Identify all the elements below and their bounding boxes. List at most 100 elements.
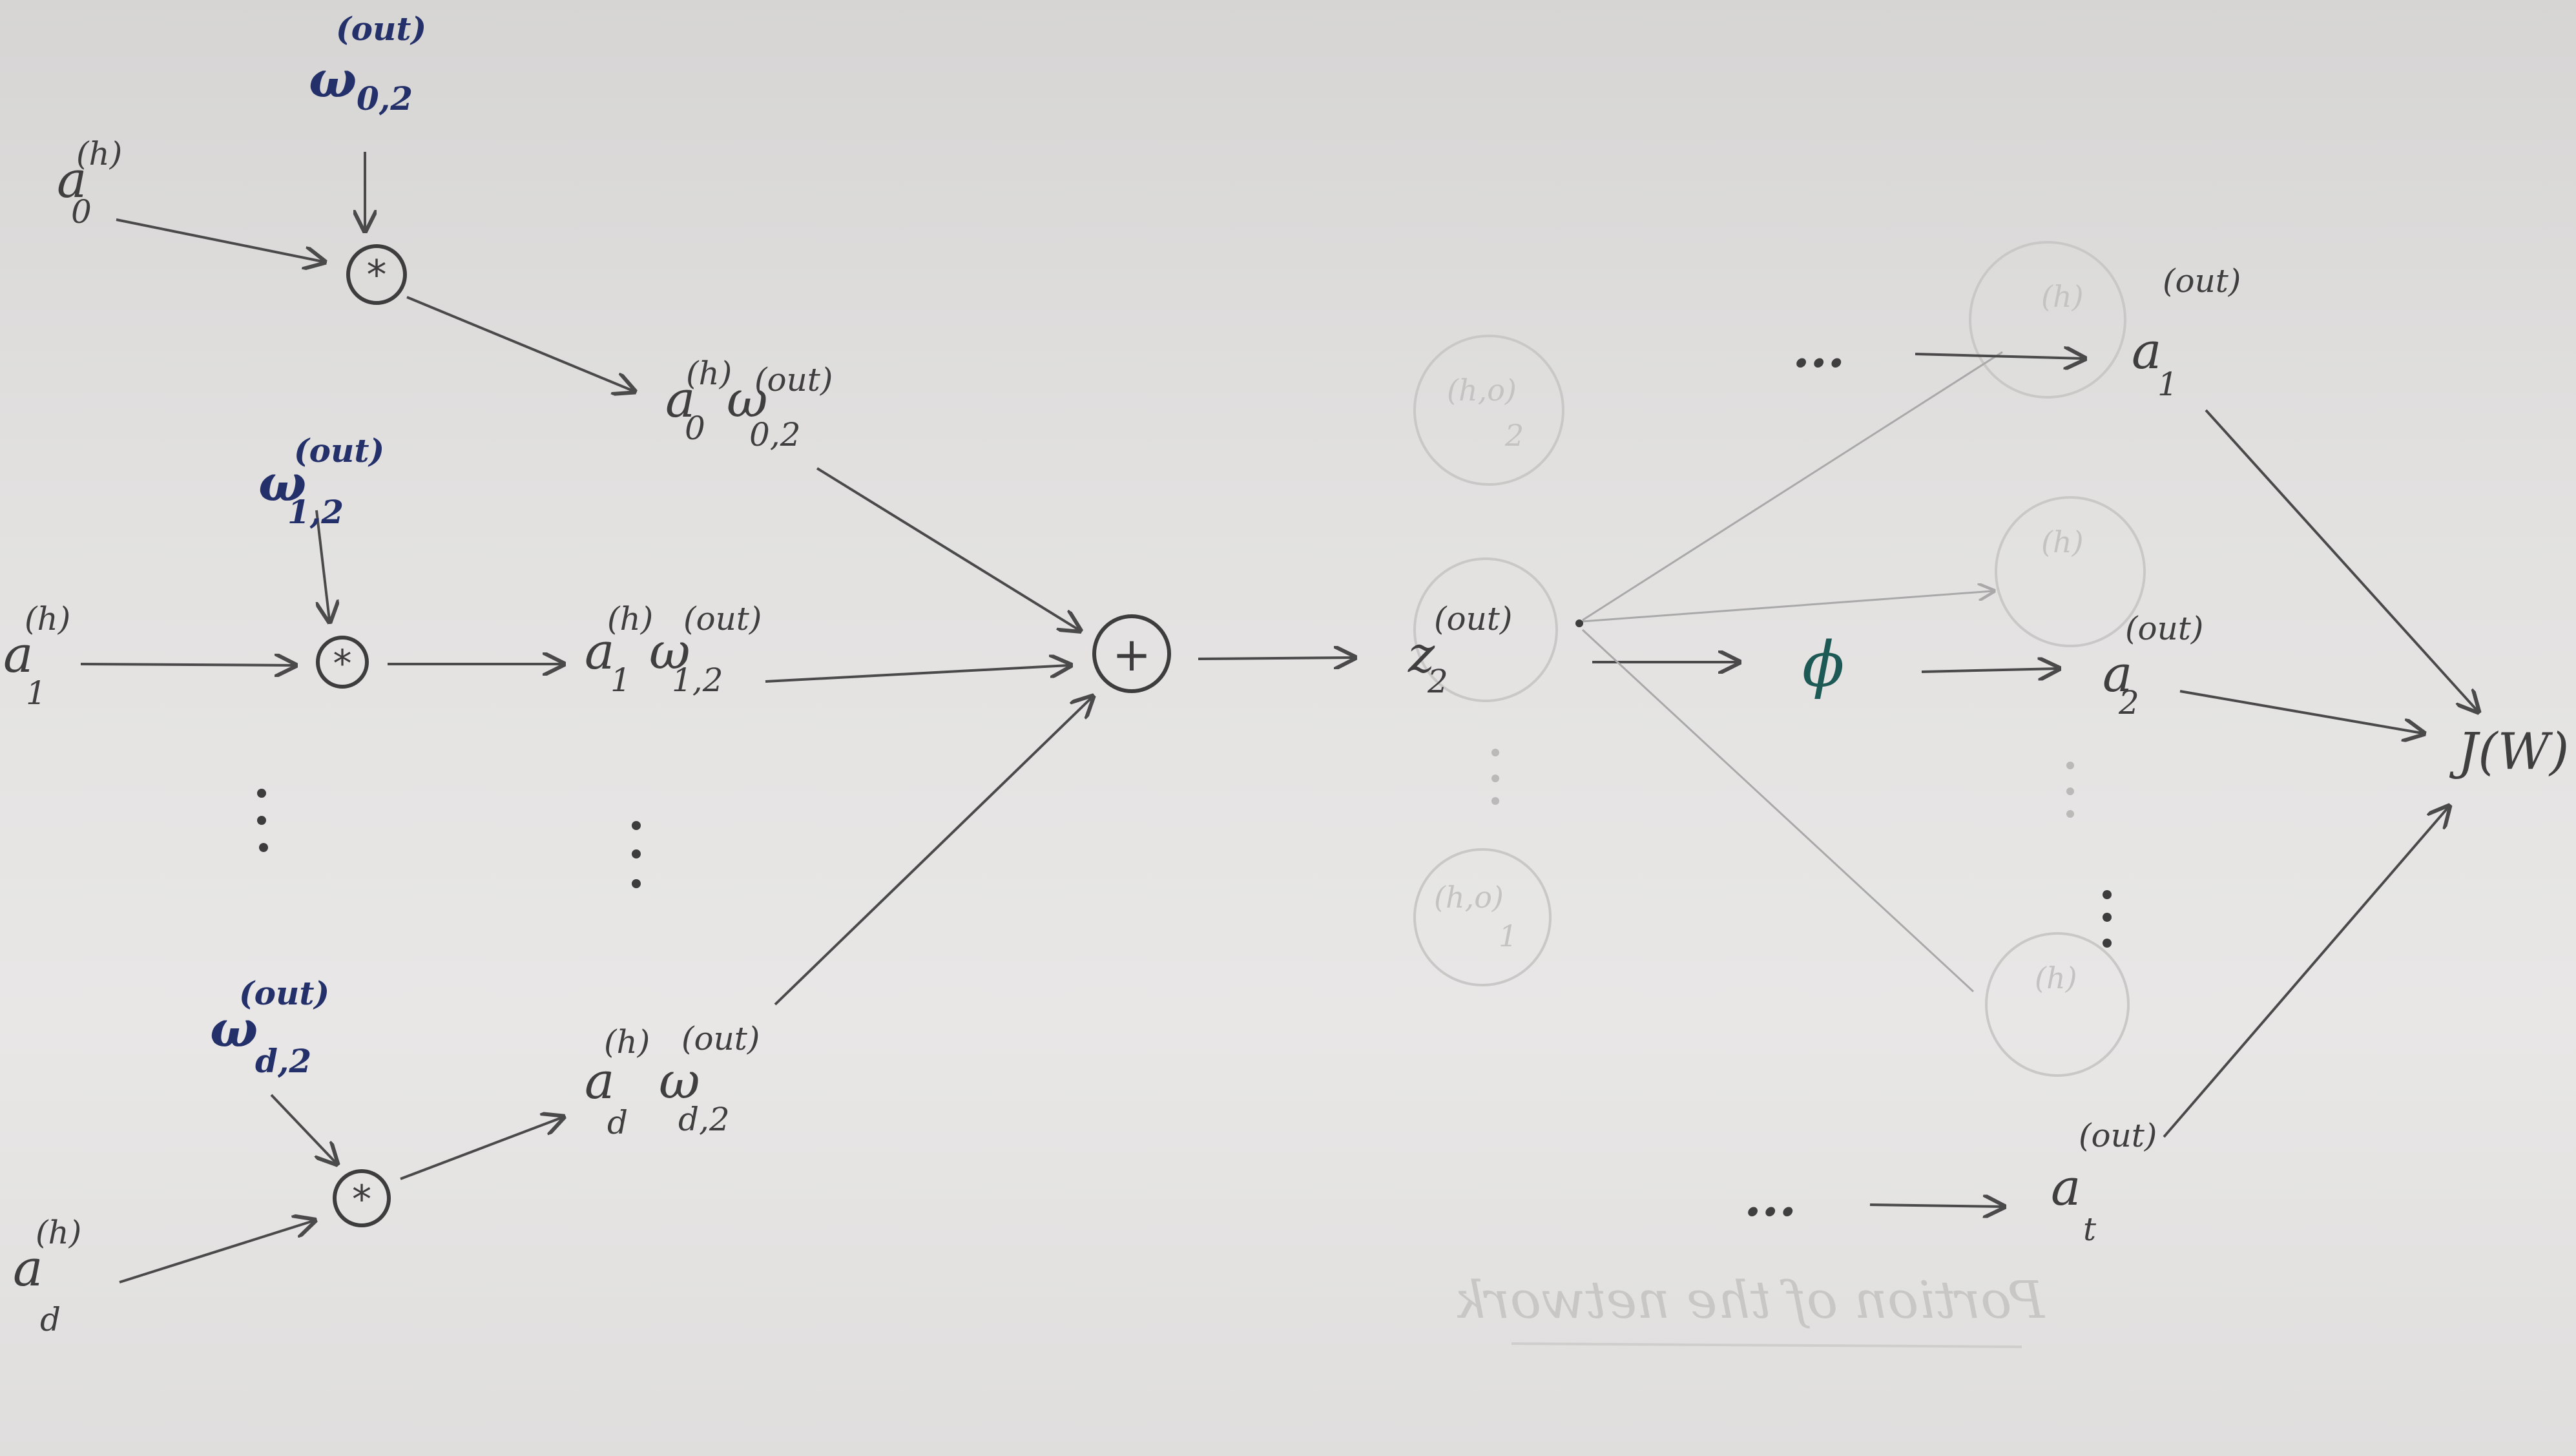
- edge-a0-to-mult0: [116, 218, 323, 262]
- label-w12: ω (out) 1,2: [258, 432, 384, 531]
- sum-node-symbol: +: [1112, 627, 1151, 681]
- label-wd2: ω (out) d,2: [210, 974, 329, 1080]
- label-ad-base: a: [13, 1240, 43, 1298]
- edge-a1-to-mult1: [80, 664, 294, 665]
- ghost-node-4: [1969, 241, 2126, 399]
- multiply-node-d-symbol: *: [352, 1177, 371, 1222]
- multiply-node-0-symbol: *: [367, 251, 387, 298]
- edges: [80, 152, 2477, 1284]
- label-a1w12-asup: (h): [607, 600, 653, 638]
- mirrored-note-underline: [1511, 1342, 2022, 1348]
- edge-wd2-to-multd: [270, 1094, 336, 1163]
- label-a2out-sub: 2: [2118, 684, 2139, 722]
- label-w02: ω (out) 0,2: [309, 10, 426, 118]
- dz-marker: [1575, 619, 1583, 627]
- label-a0w02: a (h) 0 ω (out) 0,2: [665, 355, 833, 453]
- ellipses: [257, 619, 2112, 948]
- label-a2out-sup: (out): [2125, 610, 2203, 647]
- vertical-ellipsis-outputs: [2103, 890, 2112, 948]
- label-a0: a (h) 0: [57, 135, 122, 231]
- multiply-node-0: [346, 244, 407, 305]
- label-a2out-base: a: [2103, 645, 2133, 703]
- label-a1w12-w: ω: [649, 623, 691, 681]
- ghost-node-3: [1413, 848, 1552, 986]
- edge-faint-z2-down: [1581, 629, 1975, 993]
- ghost-node-1: [1413, 335, 1564, 486]
- label-adwd2-wsub: d,2: [678, 1101, 730, 1138]
- multiply-node-1-symbol: *: [333, 641, 352, 685]
- label-a1w12-wsup: (out): [683, 600, 762, 638]
- label-a1w12-asub: 1: [610, 661, 631, 699]
- label-w02-sub: 0,2: [357, 79, 413, 118]
- label-z2-sup: (out): [1434, 600, 1512, 638]
- label-z2-base: z: [1407, 626, 1435, 684]
- edge-a2out-to-cost: [2179, 690, 2422, 733]
- label-adwd2-asub: d: [607, 1104, 628, 1141]
- ghost-node-2: [1413, 557, 1558, 702]
- edge-ad-to-multd: [119, 1221, 313, 1284]
- label-a1out: a (out) 1: [2132, 262, 2241, 403]
- edge-a0w02-to-sum: [816, 467, 1079, 630]
- edge-mult0-to-a0w02: [406, 296, 633, 391]
- label-a0w02-wsup: (out): [754, 361, 833, 399]
- ghost-node-5: [1995, 496, 2146, 647]
- label-adwd2: a (h) d ω (out) d,2: [585, 1020, 760, 1141]
- operator-nodes: * * * +: [316, 244, 1171, 1227]
- label-a0-sup: (h): [76, 135, 122, 172]
- label-a1-base: a: [3, 626, 34, 684]
- label-a0-base: a: [57, 151, 87, 209]
- label-wd2-base: ω: [210, 1000, 258, 1059]
- multiply-node-1: [316, 636, 369, 689]
- label-w12-base: ω: [258, 454, 306, 513]
- edge-a1out-to-cost: [2205, 409, 2477, 711]
- ghost-node-6-sup: (h): [2035, 961, 2077, 995]
- label-adwd2-a: a: [585, 1052, 615, 1110]
- label-atout-sup: (out): [2079, 1117, 2157, 1154]
- ghost-nodes: (h,o) 2 (h,o) 1 (h) (h) (h): [1413, 241, 2146, 1077]
- cost-function-label: J(W): [2449, 723, 2569, 781]
- ghost-node-5-sup: (h): [2041, 525, 2084, 559]
- label-a0w02-w: ω: [727, 371, 768, 429]
- label-a1w12: a (h) 1 ω (out) 1,2: [585, 600, 762, 699]
- ghost-vertical-ellipsis: [1491, 749, 2074, 818]
- label-wd2-sub: d,2: [255, 1042, 311, 1080]
- label-a1w12-wsub: 1,2: [672, 661, 723, 699]
- label-a1-sup: (h): [25, 600, 70, 638]
- label-a1out-sup: (out): [2163, 262, 2241, 300]
- label-w12-sup: (out): [294, 432, 384, 470]
- edge-multd-to-adwd2: [400, 1118, 562, 1180]
- label-a1w12-a: a: [585, 623, 615, 681]
- label-z2: z (out) 2: [1407, 600, 1512, 700]
- label-a0-sub: 0: [71, 193, 92, 231]
- ghost-node-3-sup: (h,o): [1434, 880, 1504, 915]
- activation-phi: ϕ: [1802, 629, 1844, 701]
- edge-ellipsis-to-atout: [1869, 1205, 2002, 1207]
- ghost-node-1-sup: (h,o): [1447, 373, 1517, 408]
- label-atout-base: a: [2051, 1159, 2081, 1217]
- label-adwd2-wsup: (out): [681, 1020, 760, 1057]
- label-a0w02-asup: (h): [686, 355, 732, 392]
- label-ad: a (h) d: [13, 1214, 81, 1338]
- label-a1out-sub: 1: [2157, 366, 2178, 403]
- edge-faint-z2-up: [1582, 351, 2003, 621]
- ghost-node-3-sub: 1: [1499, 919, 1517, 953]
- edge-phi-to-a2: [1921, 669, 2057, 672]
- label-adwd2-asup: (h): [604, 1023, 650, 1061]
- label-w02-base: ω: [309, 50, 357, 109]
- ghost-node-1-sub: 2: [1504, 418, 1524, 453]
- ghost-node-4-sup: (h): [2041, 279, 2084, 314]
- multiply-node-d: [333, 1169, 391, 1227]
- label-a2out: a (out) 2: [2103, 610, 2203, 722]
- label-ad-sup: (h): [36, 1214, 81, 1251]
- edge-adwd2-to-sum: [774, 698, 1092, 1006]
- label-a0w02-asub: 0: [685, 410, 705, 447]
- label-wd2-sup: (out): [239, 974, 329, 1012]
- horizontal-ellipsis-top: ...: [1792, 320, 1845, 379]
- edge-atout-to-cost: [2163, 807, 2448, 1138]
- label-a1-sub: 1: [26, 674, 47, 712]
- label-atout-sub: t: [2083, 1211, 2097, 1248]
- label-a0w02-a: a: [665, 371, 696, 429]
- edge-faint-z2-mid: [1582, 591, 1993, 623]
